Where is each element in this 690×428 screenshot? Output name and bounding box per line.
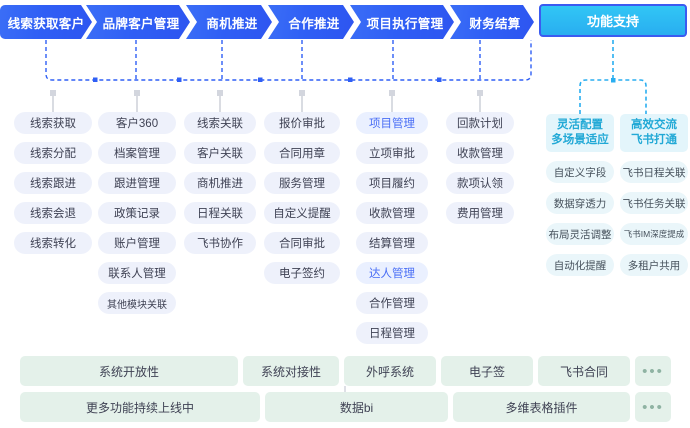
support-pill-flexible-config-1[interactable]: 自定义字段 <box>546 161 614 183</box>
support-column-feishu-integration: 高效交流飞书打通飞书日程关联飞书任务关联飞书IM深度提成多租户共用 <box>620 114 688 276</box>
pill-project-3[interactable]: 项目履约 <box>356 172 428 194</box>
support-pill-flexible-config-4[interactable]: 自动化提醒 <box>546 254 614 276</box>
support-button[interactable]: 功能支持 <box>539 4 687 37</box>
support-pill-flexible-config-2[interactable]: 数据穿透力 <box>546 192 614 214</box>
pill-column-lead: 线索获取线索分配线索跟进线索会退线索转化 <box>14 112 92 262</box>
pill-column-finance: 回款计划收款管理款项认领费用管理 <box>446 112 514 232</box>
pill-lead-5[interactable]: 线索转化 <box>14 232 92 254</box>
pill-finance-3[interactable]: 款项认领 <box>446 172 514 194</box>
pill-lead-3[interactable]: 线索跟进 <box>14 172 92 194</box>
pill-customer-6[interactable]: 联系人管理 <box>98 262 176 284</box>
bottom-bar-0-2[interactable]: 外呼系统 <box>344 356 436 386</box>
process-step-2[interactable]: 品牌客户管理 <box>86 5 190 39</box>
pill-project-1[interactable]: 项目管理 <box>356 112 428 134</box>
more-dots-button[interactable]: ••• <box>635 356 671 386</box>
process-step-1[interactable]: 线索获取客户 <box>0 5 92 39</box>
process-step-3[interactable]: 商机推进 <box>186 5 272 39</box>
pill-finance-1[interactable]: 回款计划 <box>446 112 514 134</box>
support-pill-flexible-config-3[interactable]: 布局灵活调整 <box>546 223 614 245</box>
support-head-line2: 飞书打通 <box>631 134 677 146</box>
pill-finance-4[interactable]: 费用管理 <box>446 202 514 224</box>
pill-project-8[interactable]: 日程管理 <box>356 322 428 344</box>
pill-cooperation-1[interactable]: 报价审批 <box>264 112 340 134</box>
support-pill-feishu-integration-3[interactable]: 飞书IM深度提成 <box>620 223 688 245</box>
pill-cooperation-4[interactable]: 自定义提醒 <box>264 202 340 224</box>
pill-opportunity-3[interactable]: 商机推进 <box>184 172 256 194</box>
bottom-bar-1-0[interactable]: 更多功能持续上线中 <box>20 392 260 422</box>
bottom-bar-0-3[interactable]: 电子签 <box>441 356 533 386</box>
pill-customer-2[interactable]: 档案管理 <box>98 142 176 164</box>
pill-project-4[interactable]: 收款管理 <box>356 202 428 224</box>
bottom-bar-1-1[interactable]: 数据bi <box>265 392 448 422</box>
pill-opportunity-2[interactable]: 客户关联 <box>184 142 256 164</box>
pill-cooperation-5[interactable]: 合同审批 <box>264 232 340 254</box>
support-column-flexible-config: 灵活配置多场景适应自定义字段数据穿透力布局灵活调整自动化提醒 <box>546 114 614 276</box>
pill-cooperation-3[interactable]: 服务管理 <box>264 172 340 194</box>
pill-column-cooperation: 报价审批合同用章服务管理自定义提醒合同审批电子签约 <box>264 112 340 292</box>
pill-project-2[interactable]: 立项审批 <box>356 142 428 164</box>
pill-finance-2[interactable]: 收款管理 <box>446 142 514 164</box>
pill-customer-4[interactable]: 政策记录 <box>98 202 176 224</box>
bottom-bar-0-4[interactable]: 飞书合同 <box>538 356 630 386</box>
pill-lead-4[interactable]: 线索会退 <box>14 202 92 224</box>
pill-column-project: 项目管理立项审批项目履约收款管理结算管理达人管理合作管理日程管理 <box>356 112 428 352</box>
pill-opportunity-4[interactable]: 日程关联 <box>184 202 256 224</box>
pill-opportunity-1[interactable]: 线索关联 <box>184 112 256 134</box>
pill-lead-1[interactable]: 线索获取 <box>14 112 92 134</box>
support-head-flexible-config[interactable]: 灵活配置多场景适应 <box>546 114 614 152</box>
support-head-feishu-integration[interactable]: 高效交流飞书打通 <box>620 114 688 152</box>
pill-customer-5[interactable]: 账户管理 <box>98 232 176 254</box>
support-head-line1: 高效交流 <box>631 119 677 131</box>
pill-column-opportunity: 线索关联客户关联商机推进日程关联飞书协作 <box>184 112 256 262</box>
pill-opportunity-5[interactable]: 飞书协作 <box>184 232 256 254</box>
process-step-4[interactable]: 合作推进 <box>268 5 354 39</box>
more-dots-button[interactable]: ••• <box>635 392 671 422</box>
process-step-5[interactable]: 项目执行管理 <box>350 5 454 39</box>
process-step-6[interactable]: 财务结算 <box>450 5 534 39</box>
support-head-line1: 灵活配置 <box>557 119 603 131</box>
support-pill-feishu-integration-2[interactable]: 飞书任务关联 <box>620 192 688 214</box>
pill-customer-1[interactable]: 客户360 <box>98 112 176 134</box>
support-pill-feishu-integration-1[interactable]: 飞书日程关联 <box>620 161 688 183</box>
bottom-bar-0-0[interactable]: 系统开放性 <box>20 356 238 386</box>
pill-customer-7[interactable]: 其他模块关联 <box>98 292 176 314</box>
pill-customer-3[interactable]: 跟进管理 <box>98 172 176 194</box>
pill-lead-2[interactable]: 线索分配 <box>14 142 92 164</box>
pill-project-7[interactable]: 合作管理 <box>356 292 428 314</box>
pill-column-customer: 客户360 档案管理跟进管理政策记录账户管理联系人管理其他模块关联 <box>98 112 176 322</box>
bottom-bar-0-1[interactable]: 系统对接性 <box>243 356 339 386</box>
pill-cooperation-2[interactable]: 合同用章 <box>264 142 340 164</box>
pill-cooperation-6[interactable]: 电子签约 <box>264 262 340 284</box>
pill-project-6[interactable]: 达人管理 <box>356 262 428 284</box>
bottom-bar-1-2[interactable]: 多维表格插件 <box>453 392 630 422</box>
pill-project-5[interactable]: 结算管理 <box>356 232 428 254</box>
support-pill-feishu-integration-4[interactable]: 多租户共用 <box>620 254 688 276</box>
support-head-line2: 多场景适应 <box>551 134 609 146</box>
